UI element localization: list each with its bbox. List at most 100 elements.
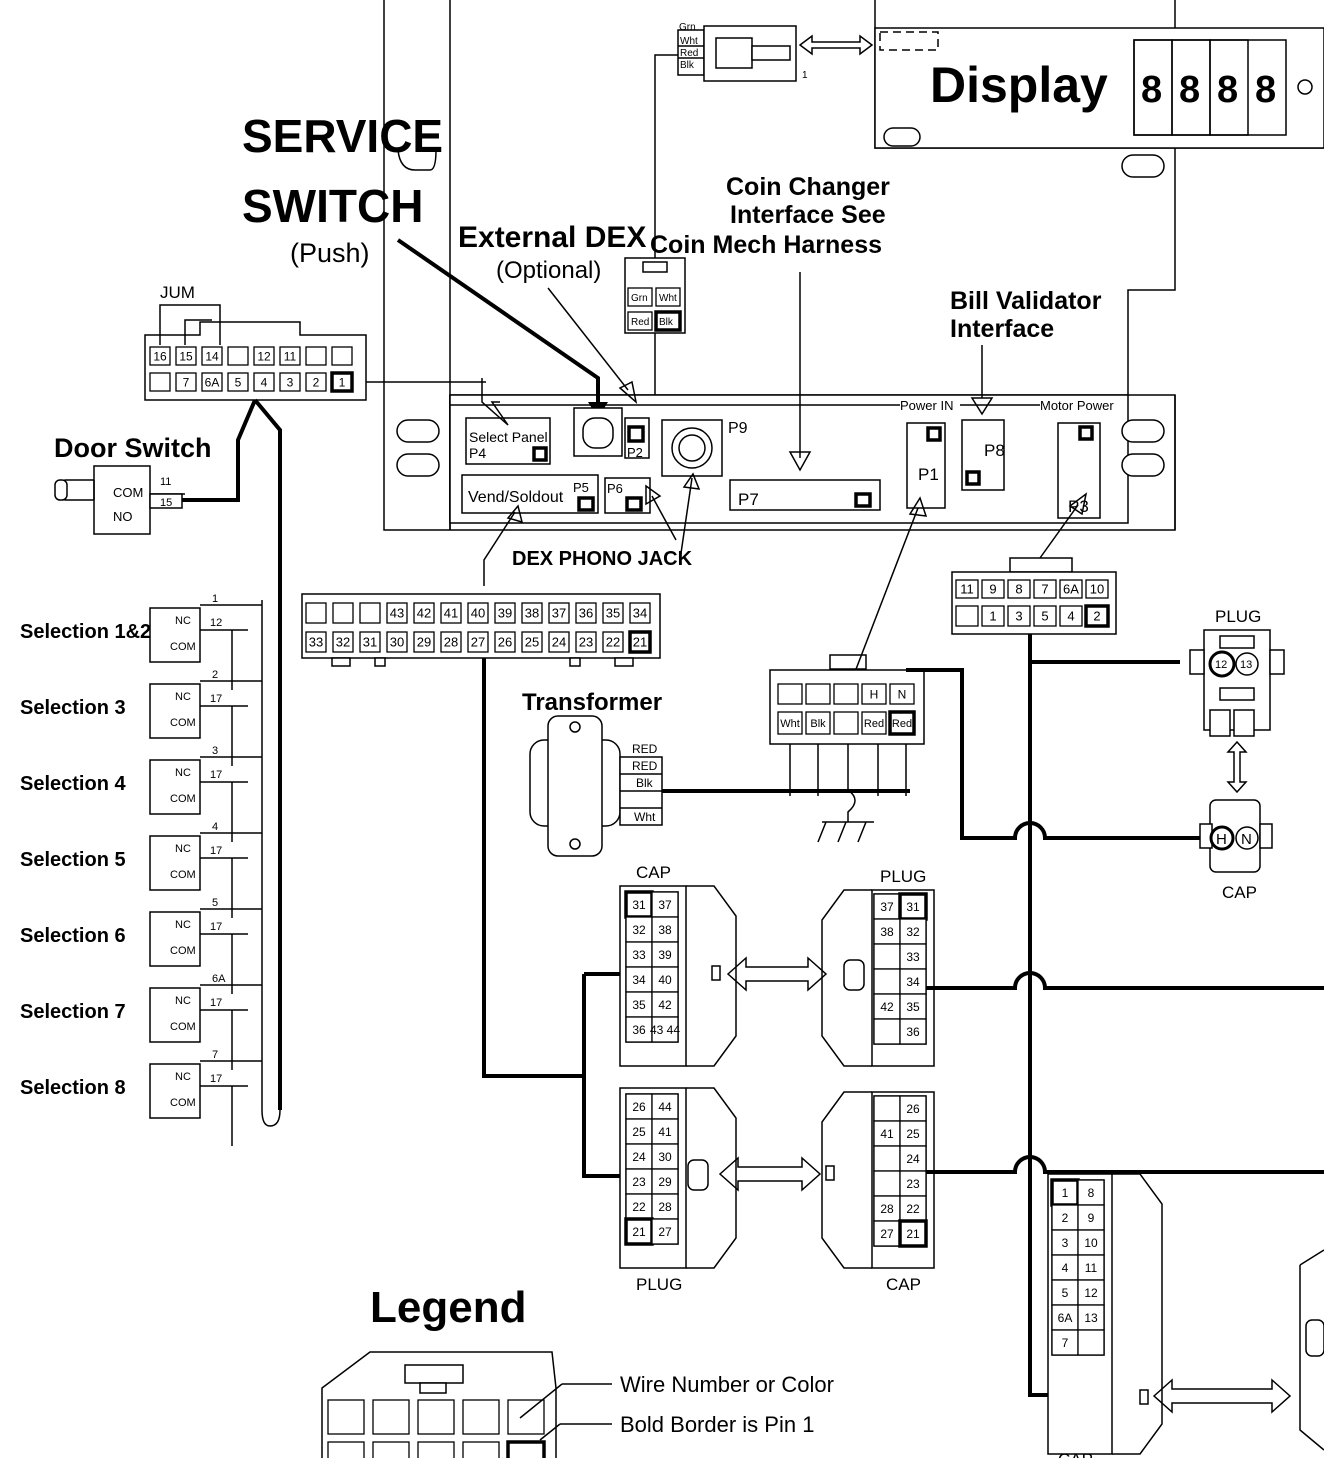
power-plug-label: PLUG: [1215, 607, 1261, 626]
jum-pin-r2-6-box: [305, 372, 327, 392]
display-connector-pin1: 1: [802, 70, 808, 81]
transformer-wire-wht: Wht: [634, 810, 656, 824]
plug-lower-pin-1-0-label: 25: [632, 1125, 646, 1139]
main-pin-r1-10-box: [575, 602, 597, 624]
display-module: Display 8 8 8 8: [874, 0, 1324, 149]
cap-upper-pin-3-0-label: 34: [632, 973, 646, 987]
p6-label: P6: [607, 481, 623, 496]
motor-pin-r1-2-box: [1007, 579, 1031, 599]
selection-com-num-2: 17: [210, 769, 222, 781]
main-pin-r1-2-box: [359, 602, 381, 624]
motor-pin-r2-0-box: [955, 605, 979, 627]
power-pin-bottom-3-label: Red: [864, 718, 884, 730]
legend-pin-note: Bold Border is Pin 1: [620, 1412, 814, 1437]
selection-label-3: Selection 5: [20, 849, 126, 871]
power-pin-bottom-2-box: [833, 711, 859, 735]
main-pin-r2-6-label: 27: [471, 635, 485, 650]
bill-validator-callout: Bill Validator Interface: [950, 287, 1102, 416]
plug-upper-pin-2-0-box: [873, 943, 901, 970]
motor-pin-r2-3-box: [1033, 605, 1057, 627]
selection-com-1: COM: [170, 717, 196, 729]
selection-nc-0: NC: [175, 615, 191, 627]
cap-lower-pin-1-1-box: [899, 1120, 927, 1147]
cap-lower-pin-4-0-label: 28: [880, 1202, 894, 1216]
main-pin-r2-10-box: [575, 631, 597, 653]
external-dex-sub: (Optional): [496, 257, 601, 284]
display-digit-2: 8: [1179, 69, 1200, 111]
power-plug-pin-13: 13: [1240, 659, 1252, 671]
door-switch-com: COM: [113, 485, 143, 500]
plug-lower-pin-0-1-box: [651, 1093, 679, 1120]
p7-label: P7: [738, 490, 759, 509]
cap-right-pin-6-0-label: 7: [1062, 1336, 1069, 1350]
selection-nc-4: NC: [175, 919, 191, 931]
p9-label: P9: [728, 420, 748, 437]
coin-changer-line3: Coin Mech Harness: [650, 231, 882, 259]
selection-switch-4: [149, 911, 201, 967]
external-dex-title: External DEX: [458, 221, 646, 254]
selection-com-num-4: 17: [210, 921, 222, 933]
plug-lower-pin-3-0-label: 23: [632, 1175, 646, 1189]
cap-lower-pin-3-1-label: 23: [906, 1177, 920, 1191]
plug-upper-pin-2-1-label: 33: [906, 950, 920, 964]
main-pin-r2-11-box: [602, 631, 624, 653]
motor-pin-r2-1-label: 1: [989, 609, 996, 624]
motor-pin-r1-1-label: 9: [989, 582, 996, 597]
cap-right-pin-2-1-label: 10: [1084, 1236, 1098, 1250]
motor-pin-r1-5-box: [1085, 579, 1109, 599]
selection-nc-num-4: 5: [212, 897, 218, 909]
plug-lower-pin-5-0-box: [624, 1217, 654, 1246]
cap-right-pin-6-1-box: [1077, 1329, 1105, 1356]
p1-label: P1: [918, 465, 939, 484]
selection-switch-2: [149, 759, 201, 815]
main-pin-r1-10-label: 36: [579, 606, 593, 621]
jum-pin-r1-4-label: 12: [257, 349, 271, 363]
plug-lower-pin-2-0-label: 24: [632, 1150, 646, 1164]
main-pin-r1-7-box: [494, 602, 516, 624]
motor-power-label: Motor Power: [1040, 398, 1114, 413]
selection-com-num-0: 12: [210, 617, 222, 629]
cap-lower-pin-2-1-box: [899, 1145, 927, 1172]
power-pin-bottom-1-box: [805, 711, 831, 735]
cap-right-pin-5-1-label: 13: [1084, 1311, 1098, 1325]
plug-lower-pin-4-1-box: [651, 1193, 679, 1220]
plug-upper-pin-3-1-label: 34: [906, 975, 920, 989]
cap-right-pin-5-1-box: [1077, 1304, 1105, 1331]
plug-upper-pin-5-1-label: 36: [906, 1025, 920, 1039]
main-pin-r1-11-label: 35: [606, 606, 620, 621]
service-switch: SERVICE SWITCH (Push): [242, 110, 623, 457]
selection-nc-6: NC: [175, 1071, 191, 1083]
jum-pin-r2-7-box: [330, 371, 354, 393]
motor-pin-r2-5-label: 2: [1093, 609, 1100, 624]
power-plug-cap: PLUG 12 13 H N CAP: [1189, 607, 1285, 902]
selection-com-3: COM: [170, 869, 196, 881]
main-pin-r2-12-label: 21: [633, 635, 647, 650]
power-pin-bottom-0-label: Wht: [780, 718, 800, 730]
plug-upper-pin-5-1-box: [899, 1018, 927, 1045]
legend-pin-r2-0-box: [327, 1441, 365, 1458]
cap-lower-pin-1-1-label: 25: [906, 1127, 920, 1141]
cap-right-pin-3-1-box: [1077, 1254, 1105, 1281]
power-pin-top-0-box: [777, 683, 803, 705]
external-dex: External DEX (Optional) Grn Wht Red Blk: [458, 54, 686, 405]
cap-lower-label: CAP: [886, 1275, 921, 1294]
cap-upper-pin-1-1-label: 38: [658, 923, 672, 937]
jum-pin-r1-0-label: 16: [153, 349, 167, 363]
cap-upper-pin-1-1-box: [651, 916, 679, 943]
jum-pin-r1-5-label: 11: [284, 349, 297, 363]
main-pin-r2-7-box: [494, 631, 516, 653]
p5-label: P5: [573, 480, 589, 495]
cap-right-pin-1-1-label: 9: [1088, 1211, 1095, 1225]
selection-com-wire-5: [200, 1009, 248, 1070]
main-pin-r2-9-box: [548, 631, 570, 653]
plug-lower-label: PLUG: [636, 1275, 682, 1294]
cap-lower-pin-5-1-label: 21: [906, 1227, 920, 1241]
mating-arrow: [1152, 1378, 1292, 1414]
main-pin-r2-2-label: 31: [363, 635, 377, 650]
main-pin-r2-3-label: 30: [390, 635, 404, 650]
main-pin-r2-8-label: 25: [525, 635, 539, 650]
jum-pin-r1-2-box: [201, 346, 223, 366]
plug-upper-label: PLUG: [880, 867, 926, 886]
main-pin-r2-0-label: 33: [309, 635, 323, 650]
jum-pin-r2-3-label: 5: [235, 375, 242, 389]
